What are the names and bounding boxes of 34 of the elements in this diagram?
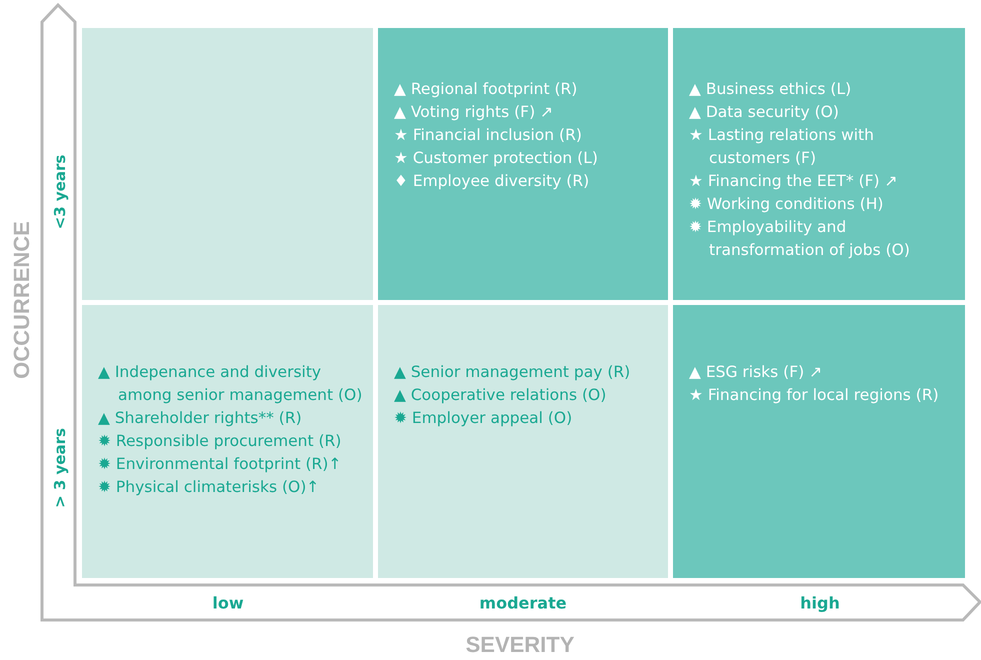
list-item: ★ Financing for local regions (R) (689, 385, 940, 406)
matrix-cell (378, 305, 668, 578)
list-item: ♦ Employee diversity (R) (394, 171, 590, 192)
axis-label: > 3 years (51, 428, 69, 508)
list-item: ▲ Indepenance and diversity among senior management (O) (98, 362, 364, 406)
axis-title: OCCURRENCE (9, 221, 35, 379)
list-item: ▲ Data security (O) (689, 102, 840, 123)
axis-label: <3 years (51, 154, 69, 230)
list-item: ▲ Business ethics (L) (689, 79, 852, 100)
list-item: ▲ ESG risks (F) ↗ (689, 362, 824, 383)
matrix-cell (673, 28, 965, 300)
axis-label: low (212, 594, 244, 612)
list-item: ✹ Employer appeal (O) (394, 408, 574, 429)
list-item: ✹ Physical climaterisks (O)↑ (98, 477, 320, 498)
list-item: ▲ Shareholder rights** (R) (98, 408, 303, 429)
axis-label: high (800, 594, 840, 612)
matrix-cell (673, 305, 965, 578)
list-item: ★ Customer protection (L) (394, 148, 599, 169)
list-item: ▲ Cooperative relations (O) (394, 385, 608, 406)
matrix-cell (82, 28, 373, 300)
list-item: ▲ Regional footprint (R) (394, 79, 578, 100)
list-item: ✹ Responsible procurement (R) (98, 431, 342, 452)
list-item: ▲ Senior management pay (R) (394, 362, 632, 383)
list-item: ★ Lasting relations with customers (F) (689, 125, 875, 169)
list-item: ★ Financing the EET* (F) ↗ (689, 171, 899, 192)
list-item: ✹ Employability and transformation of jobs (O) (689, 217, 911, 261)
axis-title: SEVERITY (466, 632, 574, 658)
matrix-cell (82, 305, 373, 578)
axis-label: moderate (479, 594, 567, 612)
matrix-cell (378, 28, 668, 300)
list-item: ▲ Voting rights (F) ↗ (394, 102, 554, 123)
list-item: ✹ Working conditions (H) (689, 194, 884, 215)
list-item: ✹ Environmental footprint (R)↑ (98, 454, 342, 475)
list-item: ★ Financial inclusion (R) (394, 125, 583, 146)
